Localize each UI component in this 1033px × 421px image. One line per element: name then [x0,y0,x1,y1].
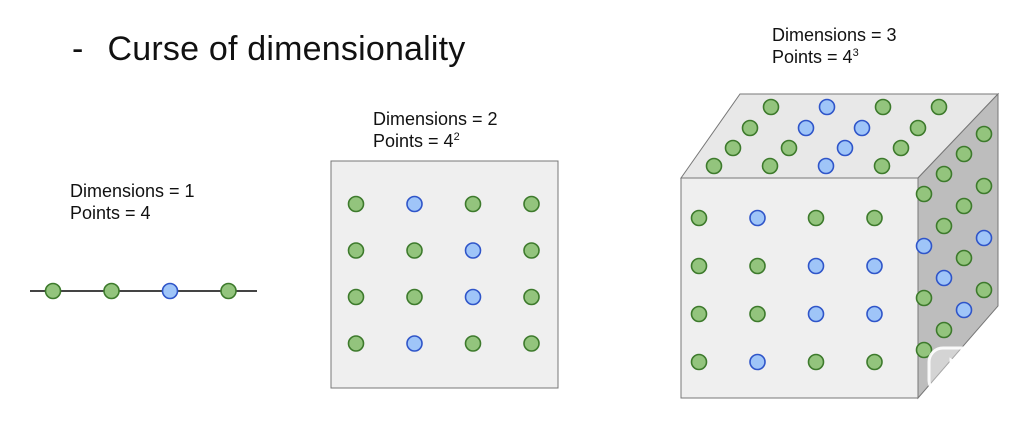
d2-square [330,160,559,389]
play-watermark-icon [925,338,989,402]
d2-point [347,335,365,352]
d2-point [347,242,365,259]
d3-side-point [915,341,933,359]
d2-points-group [347,195,540,352]
d3-front-point [749,257,766,275]
d3-top-point [853,119,871,137]
d3-front-point [807,209,825,227]
d3-side-point [955,197,973,215]
d3-front-point [690,257,708,275]
d2-point [464,288,482,306]
d2-label: Dimensions = 2 Points = 42 [373,108,498,152]
d1-label: Dimensions = 1 Points = 4 [70,180,195,224]
d3-label: Dimensions = 3 Points = 43 [772,24,897,68]
d3-side-point [935,165,953,183]
d3-front-point [866,257,883,275]
cube-front-face [680,177,919,399]
d3-front-point [866,353,883,371]
d3-side-point [915,237,933,255]
d2-point [464,242,482,259]
d3-top-point [818,98,836,116]
d3-top-point [874,98,892,116]
d3-side-point [955,145,973,163]
d3-top-point [705,157,723,175]
d2-point [347,288,365,306]
d3-side-point [935,217,953,235]
d3-points-group [690,98,993,371]
d2-point [523,335,540,352]
d2-point [523,288,540,306]
d2-point [464,195,482,213]
d2-point [406,242,423,259]
d3-side-point [935,269,953,287]
d1-dimensions: Dimensions = 1 [70,181,195,201]
d3-side-point [975,229,993,247]
d3-points: Points = 43 [772,47,859,67]
d3-front-point [749,353,766,371]
d3-side-point [935,321,953,339]
d3-side-point [955,301,973,319]
d3-top-point [724,139,742,157]
d3-front-point [866,209,883,227]
d3-side-point [915,185,933,203]
d3-top-point [836,139,854,157]
d3-side-point [975,281,993,299]
d2-dimensions: Dimensions = 2 [373,109,498,129]
d3-dimensions: Dimensions = 3 [772,25,897,45]
d3-side-point [975,177,993,195]
d2-point [406,195,423,213]
d3-front-point [690,305,708,323]
d3-top-point [873,157,891,175]
d2-point [406,335,423,352]
d3-front-point [690,353,708,371]
d3-front-point [807,305,825,323]
d3-top-point [930,98,948,116]
d3-side-point [975,125,993,143]
d1-point [220,282,237,300]
d2-point [406,288,423,306]
d2-point [523,195,540,213]
d3-top-point [762,98,780,116]
d3-front-point [690,209,708,227]
d3-front-point [807,353,825,371]
d3-top-point [797,119,815,137]
d2-points: Points = 42 [373,131,460,151]
d2-point [464,335,482,352]
title-text: Curse of dimensionality [107,30,466,68]
d2-point [347,195,365,213]
d1-point [44,282,62,300]
d3-top-point [741,119,759,137]
d3-top-point [780,139,798,157]
d3-front-point [749,305,766,323]
d3-front-point [807,257,825,275]
d1-points-group [44,282,237,300]
d3-side-point [955,249,973,267]
d3-top-point [761,157,779,175]
d3-front-point [749,209,766,227]
d3-front-point [866,305,883,323]
bullet-dash: - [72,30,84,68]
d1-points: Points = 4 [70,203,151,223]
d3-top-point [892,139,910,157]
d1-point [103,282,120,300]
d1-point [161,282,179,300]
slide-title: -Curse of dimensionality [72,30,466,69]
d3-top-point [817,157,835,175]
d2-point [523,242,540,259]
d3-top-point [909,119,927,137]
d3-side-point [915,289,933,307]
